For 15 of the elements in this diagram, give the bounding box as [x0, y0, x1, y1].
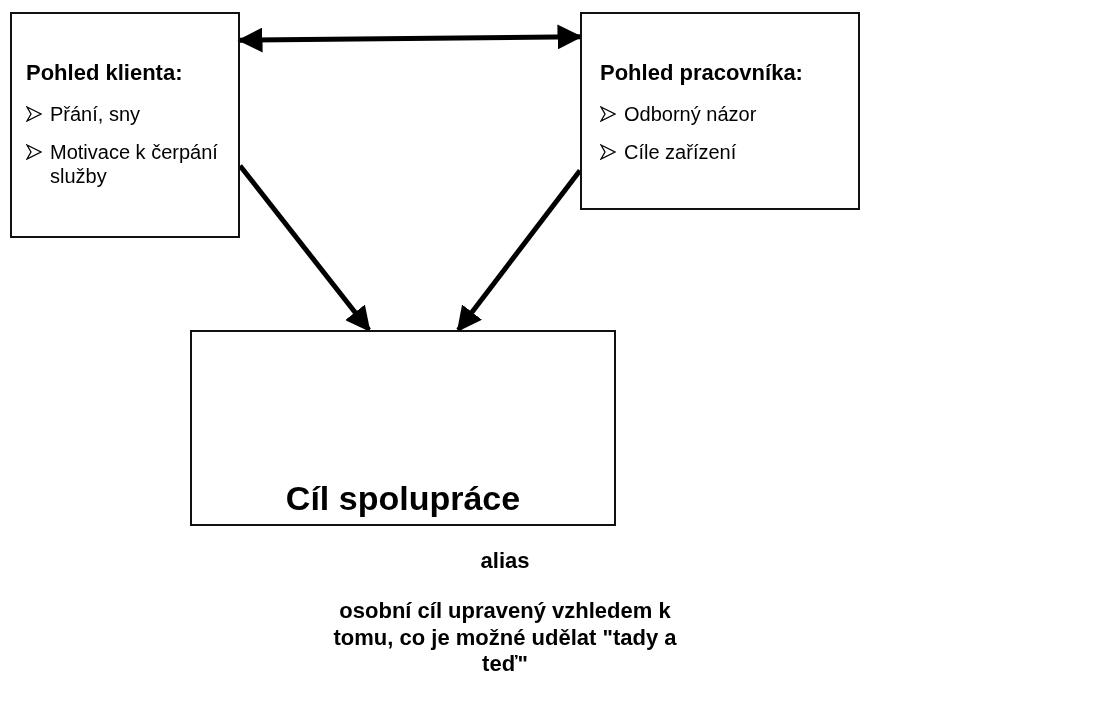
bullet-item: Přání, sny	[50, 102, 141, 126]
caption-text: osobní cíl upravený vzhledem k tomu, co je možné udělat "tady a teď"	[332, 598, 678, 678]
arrow	[237, 24, 583, 53]
text-box	[10, 12, 240, 238]
arrow	[456, 168, 582, 332]
bullet-item: Cíle zařízení	[624, 140, 737, 164]
text-box	[580, 12, 860, 210]
text-box	[190, 330, 616, 526]
box-heading: Pohled klienta:	[26, 60, 184, 86]
bullet-item: Motivace k čerpání služby	[50, 140, 219, 188]
box-heading: Cíl spolupráce	[285, 479, 521, 518]
arrow	[238, 164, 371, 332]
caption-text: alias	[480, 548, 530, 575]
box-heading: Pohled pracovníka:	[600, 60, 804, 86]
bullet-item: Odborný názor	[624, 102, 757, 126]
